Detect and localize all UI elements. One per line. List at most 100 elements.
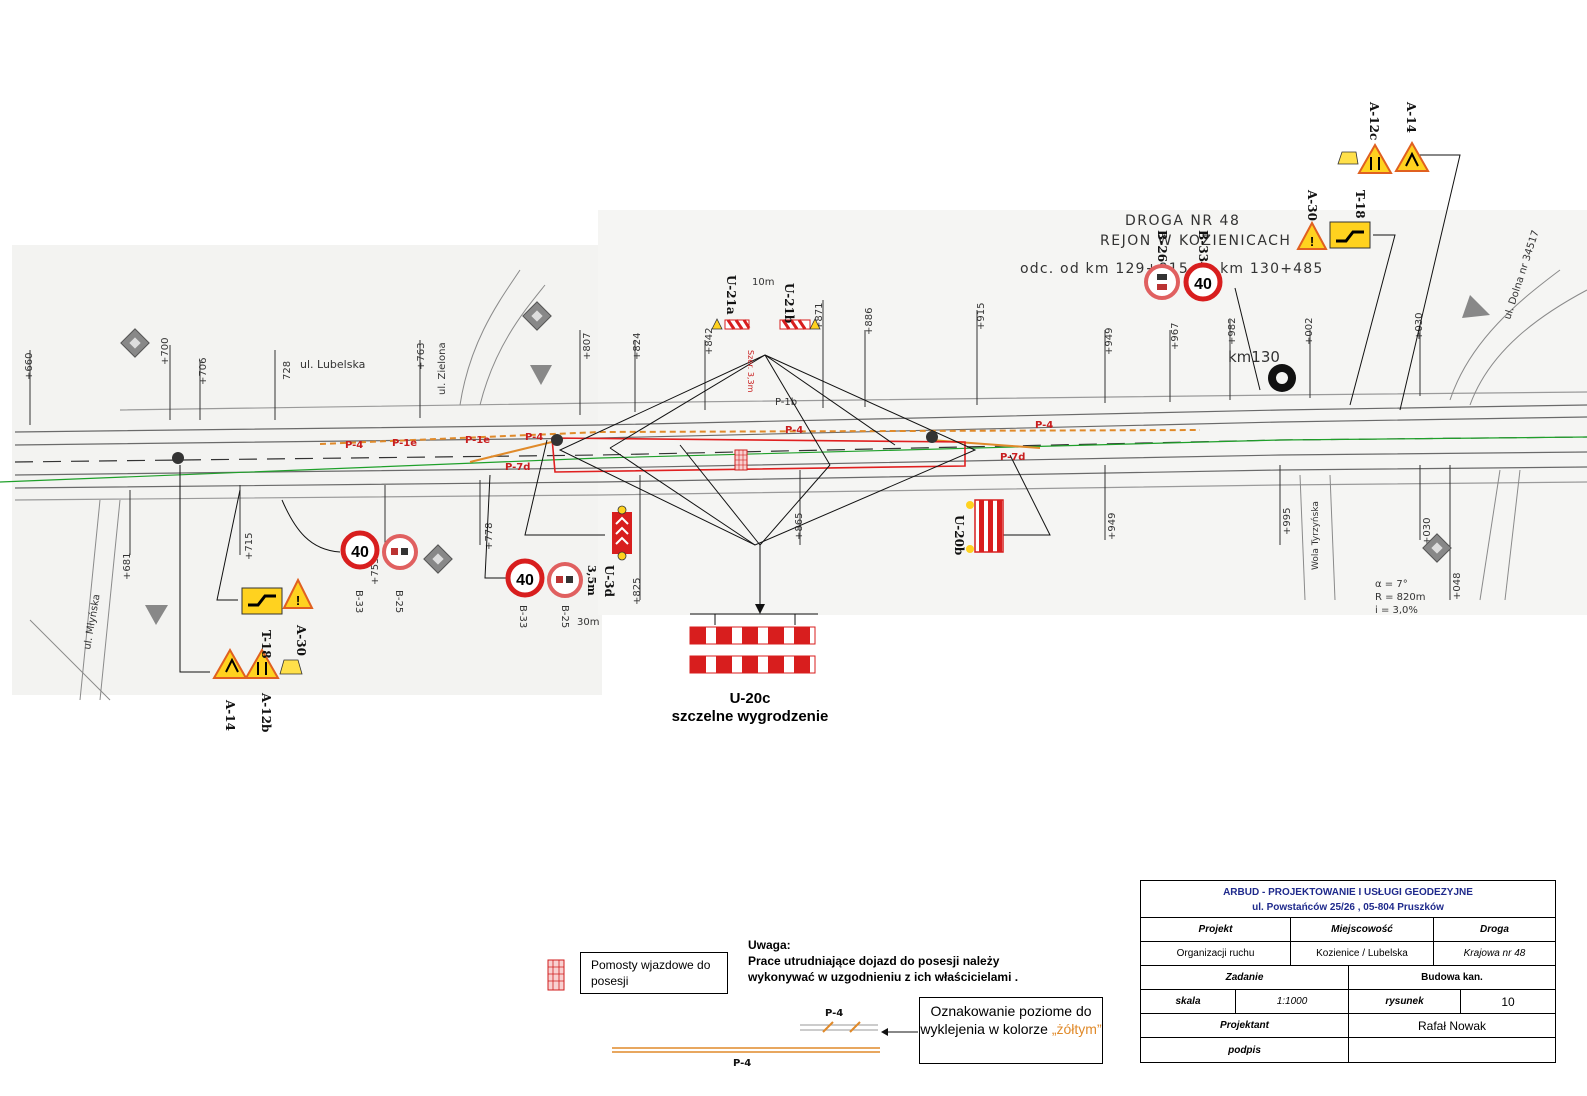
sign-code-label: A-12b: [259, 692, 273, 732]
pomost-grid-lines: [735, 450, 747, 470]
chainage-ticks-bottom: [129, 465, 1451, 600]
sight-lines: [558, 354, 977, 610]
pomost-legend-icon: [547, 959, 565, 991]
sign-code-label: U-20b: [952, 515, 966, 555]
col-droga: Droga: [1433, 918, 1555, 942]
val-droga: Krajowa nr 48: [1433, 942, 1555, 966]
chainage-ticks-top: [29, 300, 1421, 425]
a12c-sign-icon: [1357, 142, 1393, 174]
a30-sign-icon: !: [282, 577, 314, 609]
chainage-label: +949: [1104, 328, 1115, 355]
u21a-sign-icon: [711, 318, 751, 330]
marking-label: P-4: [525, 432, 543, 443]
marking-label: P-7d: [1000, 452, 1025, 463]
pomosty-legend-box: Pomosty wjazdowe do posesji: [580, 952, 728, 994]
sign-pointer-lines: [179, 154, 1461, 673]
svg-text:!: !: [296, 593, 300, 608]
marking-label: P-1b: [775, 397, 797, 408]
chainage-label: +886: [864, 308, 875, 335]
note: Uwaga: Prace utrudniające dojazd do pose…: [748, 937, 1058, 985]
svg-text:40: 40: [351, 544, 369, 561]
speed-limit-sign: 40: [340, 530, 380, 570]
col-miejscowosc: Miejscowość: [1291, 918, 1433, 942]
u21b-sign-icon: [779, 318, 821, 330]
sign-code-label: T-18: [1353, 190, 1367, 219]
marking-label: P-4: [785, 425, 803, 436]
street-lubelska: ul. Lubelska: [300, 358, 365, 371]
no-overtaking-sign-icon: [382, 534, 418, 570]
sign-code-label: U-21b: [782, 283, 796, 323]
marking-label: P-7d: [505, 462, 530, 473]
marking-label: P-1e: [465, 435, 490, 446]
a7-sign-icon: [1462, 295, 1490, 318]
d1-sign-icon: [120, 328, 150, 358]
light-marker-icon: [926, 431, 938, 443]
a7-sign-icon: [530, 365, 552, 385]
p4-legend-label: P-4: [825, 1008, 843, 1019]
chainage-label: +681: [122, 553, 133, 580]
orange-marking-taper-left: [469, 439, 561, 463]
chainage-label: +824: [632, 333, 643, 360]
label-projektant: Projektant: [1141, 1014, 1349, 1038]
speed-limit-sign: 40: [505, 558, 545, 598]
title-block: ARBUD - PROJEKTOWANIE I USŁUGI GEODEZYJN…: [1140, 880, 1556, 1063]
arrowhead: [755, 604, 765, 614]
curve-radius: R = 820m: [1375, 592, 1426, 603]
sign-code-label: A-14: [223, 699, 237, 731]
svg-text:!: !: [1310, 234, 1314, 249]
dimension-label: 10m: [752, 277, 774, 288]
marking-label: P-4: [1035, 420, 1053, 431]
sign-code-label: T-18: [259, 630, 273, 659]
chainage-label: +982: [1227, 318, 1238, 345]
chainage-label: +995: [1282, 508, 1293, 535]
sign-code-label: U-21a: [724, 275, 738, 315]
chainage-label: +753: [370, 558, 381, 585]
dimension-label: Szer. 3,3m: [746, 350, 755, 393]
work-zone-outline: [551, 437, 966, 473]
chainage-label: 728: [282, 361, 293, 380]
marking-note-color: „żółtym”: [1051, 1021, 1102, 1037]
a14-sign-icon: [212, 647, 248, 679]
sign-flag-icon: [1337, 151, 1359, 165]
chainage-label: +706: [198, 358, 209, 385]
marking-label: P-4: [345, 440, 363, 451]
title-block-header: ARBUD - PROJEKTOWANIE I USŁUGI GEODEZYJN…: [1141, 881, 1555, 918]
chainage-label: +048: [1452, 573, 1463, 600]
chainage-label: +778: [484, 523, 495, 550]
d1-sign-icon: [522, 301, 552, 331]
u20c-description: szczelne wygrodzenie: [671, 708, 829, 725]
side-streets: [29, 269, 1587, 701]
a12b-sign-icon: [244, 647, 280, 679]
sign-code-label: A-12c: [1367, 101, 1381, 140]
company-name: ARBUD - PROJEKTOWANIE I USŁUGI GEODEZYJN…: [1223, 887, 1473, 898]
p4-legend-sample: [612, 1021, 918, 1053]
p4-legend-label: P-4: [733, 1058, 751, 1069]
km-marker: km130: [1228, 348, 1280, 366]
sign-code-label: A-14: [1404, 101, 1418, 133]
label-podpis: podpis: [1141, 1038, 1349, 1062]
label-zadanie: Zadanie: [1141, 966, 1349, 990]
svg-text:40: 40: [516, 572, 534, 589]
a30-sign-icon: !: [1296, 220, 1328, 250]
light-marker-icon: [551, 434, 563, 446]
chainage-label: +807: [582, 333, 593, 360]
chainage-label: +660: [24, 353, 35, 380]
a7-sign-icon: [145, 605, 168, 625]
sign-code-label: U-3d: [602, 565, 616, 598]
road-title: DROGA NR 48: [1125, 213, 1240, 229]
u20b-barrier-icon: [966, 499, 1004, 553]
chainage-label: +842: [704, 328, 715, 355]
road-region: REJON W KOZIENICACH: [1100, 233, 1291, 249]
km130-post-inner: [1276, 372, 1288, 384]
sign-flag-icon: [279, 659, 303, 675]
d1-sign-icon: [1422, 533, 1452, 563]
plan-scan-right: [598, 210, 1587, 615]
road-centerline: [14, 436, 1587, 463]
chainage-label: +030: [1422, 518, 1433, 545]
sign-code-label: B-33: [353, 590, 364, 613]
marking-label: P-1e: [392, 438, 417, 449]
chainage-label: +967: [1170, 323, 1181, 350]
val-projektant: Rafał Nowak: [1349, 1014, 1555, 1038]
speed-limit-sign: 40: [1183, 262, 1223, 302]
u20c-barrier-icon: [689, 613, 818, 674]
